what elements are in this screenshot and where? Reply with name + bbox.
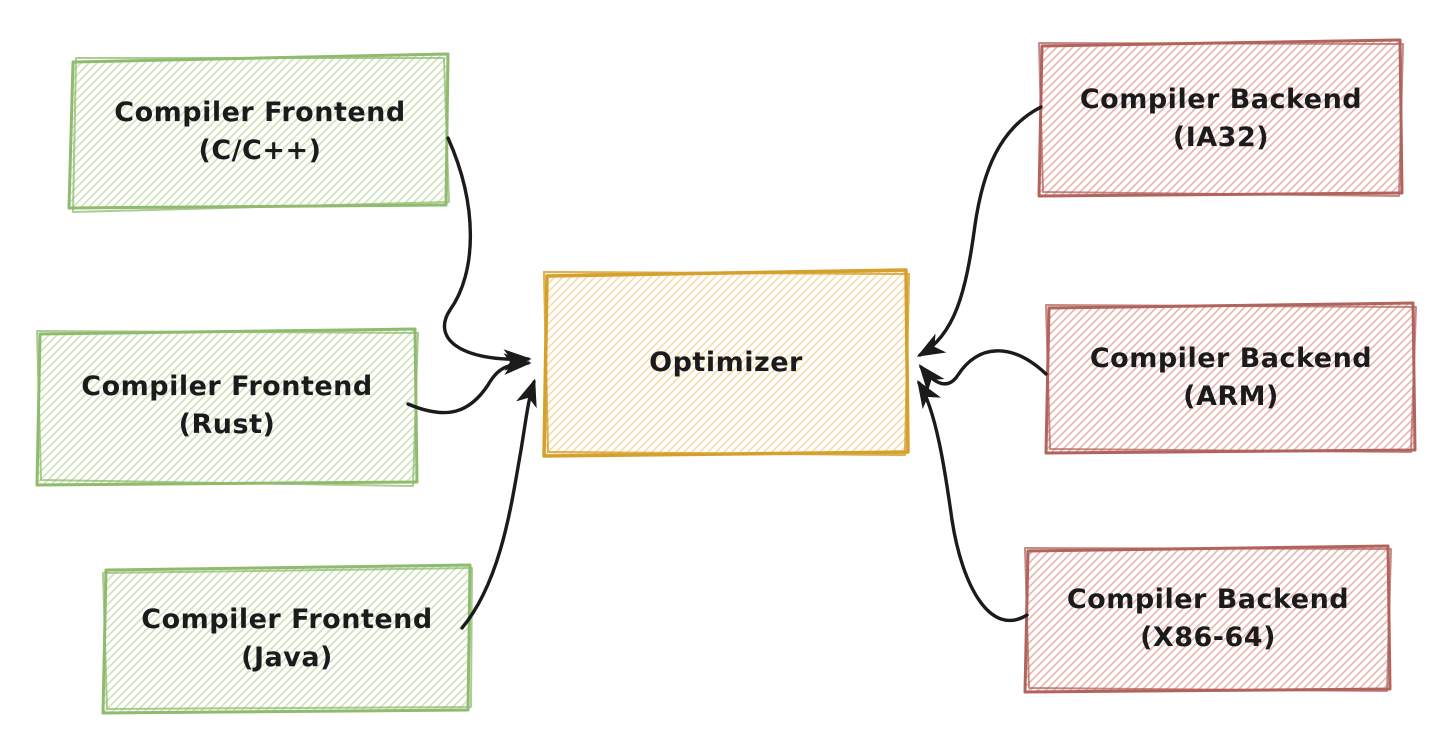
backend-x86-rect [1023, 544, 1392, 694]
backend-ia32-rect [1037, 38, 1404, 198]
node-box-optimizer [542, 268, 911, 458]
frontend-java-rect-sketch [102, 567, 473, 710]
optimizer-rect-sketch [542, 270, 911, 457]
node-box-backend-arm [1044, 301, 1417, 455]
edge-backend-arm-to-optimizer [918, 349, 1048, 393]
backend-x86-rect-sketch [1024, 547, 1392, 692]
backend-ia32-rect-sketch [1038, 42, 1404, 197]
node-box-backend-ia32 [1037, 38, 1404, 198]
backend-arm-rect [1044, 301, 1417, 455]
frontend-rust-rect-sketch [36, 330, 419, 487]
frontend-c-rect [67, 52, 450, 210]
edge-frontend-java-to-optimizer [460, 378, 537, 630]
node-box-frontend-rust [35, 327, 419, 487]
frontend-rust-rect [35, 327, 419, 487]
node-box-frontend-c [67, 52, 450, 213]
backend-arm-rect-sketch [1045, 304, 1417, 453]
node-box-frontend-java [101, 563, 473, 715]
optimizer-rect [542, 268, 910, 458]
frontend-c-rect-sketch [72, 57, 450, 213]
frontend-java-rect [101, 563, 472, 715]
edge-backend-x86-to-optimizer [917, 379, 1029, 623]
node-box-backend-x86 [1023, 544, 1392, 694]
edge-frontend-rust-to-optimizer [406, 353, 532, 415]
edge-frontend-c-to-optimizer [442, 136, 532, 371]
edge-backend-ia32-to-optimizer [916, 105, 1043, 357]
